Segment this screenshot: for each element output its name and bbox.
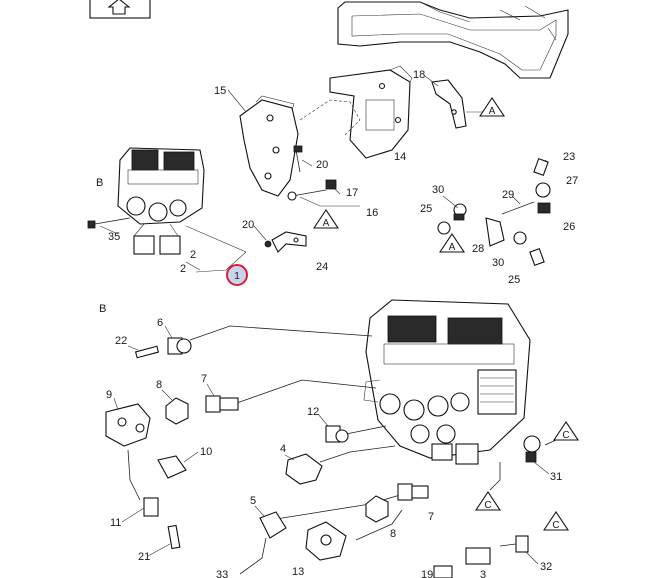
up-arrow-icon bbox=[107, 0, 131, 15]
svg-text:A: A bbox=[449, 242, 456, 253]
part-label-10: 10 bbox=[200, 446, 212, 458]
part-label-30a: 30 bbox=[432, 184, 444, 196]
part-label-28: 28 bbox=[472, 243, 484, 255]
connector-5 bbox=[239, 511, 287, 575]
ref-triangle-a3: A bbox=[438, 233, 466, 253]
ref-triangle-c1: C bbox=[552, 421, 580, 441]
part-label-2b: 2 bbox=[180, 263, 186, 275]
manifold-9 bbox=[105, 403, 151, 447]
fitting-7-lower bbox=[397, 483, 429, 501]
part-label-27: 27 bbox=[566, 175, 578, 187]
pin-21 bbox=[167, 524, 181, 550]
part-label-9: 9 bbox=[106, 389, 112, 401]
part-label-24: 24 bbox=[316, 261, 328, 273]
bracket-18 bbox=[431, 79, 467, 129]
svg-text:C: C bbox=[552, 520, 559, 531]
fitting-31 bbox=[523, 435, 541, 463]
part-label-23: 23 bbox=[563, 151, 575, 163]
bolt-20-top bbox=[293, 145, 303, 173]
part-label-19: 19 bbox=[421, 569, 433, 578]
svg-text:A: A bbox=[489, 106, 496, 117]
fitting-19 bbox=[433, 565, 453, 578]
bolt-16 bbox=[287, 189, 327, 201]
section-label-b-top: B bbox=[96, 177, 103, 189]
tee-13 bbox=[305, 521, 347, 561]
part-label-25a: 25 bbox=[420, 203, 432, 215]
bracket-15 bbox=[239, 95, 299, 197]
part-label-18: 18 bbox=[413, 69, 425, 81]
pin-22 bbox=[134, 345, 160, 359]
fitting-32 bbox=[499, 535, 529, 553]
fitting-12 bbox=[325, 425, 349, 443]
nut-17 bbox=[325, 179, 337, 190]
part-label-31: 31 bbox=[550, 471, 562, 483]
ref-triangle-a2: A bbox=[312, 209, 340, 229]
valve-assembly-detail bbox=[363, 299, 531, 465]
part-label-21: 21 bbox=[138, 551, 150, 563]
nav-up-button[interactable] bbox=[89, 0, 151, 19]
bracket-14 bbox=[329, 65, 413, 159]
valve-assembly-top bbox=[87, 147, 205, 255]
part-label-7a: 7 bbox=[201, 373, 207, 385]
fitting-11 bbox=[143, 497, 159, 517]
fitting-8-upper bbox=[165, 397, 189, 425]
part-label-29: 29 bbox=[502, 189, 514, 201]
ref-triangle-c3: C bbox=[542, 511, 570, 531]
part-label-30b: 30 bbox=[492, 257, 504, 269]
svg-text:1: 1 bbox=[234, 271, 240, 282]
connector-10 bbox=[157, 455, 187, 479]
part-label-35: 35 bbox=[108, 231, 120, 243]
part-label-17: 17 bbox=[346, 187, 358, 199]
bracket-24 bbox=[264, 231, 307, 253]
svg-text:A: A bbox=[323, 218, 330, 229]
part-label-5: 5 bbox=[250, 495, 256, 507]
part-label-4: 4 bbox=[280, 443, 286, 455]
section-label-b-detail: B bbox=[99, 303, 106, 315]
svg-text:C: C bbox=[484, 500, 491, 511]
part-label-26: 26 bbox=[563, 221, 575, 233]
part-label-6: 6 bbox=[157, 317, 163, 329]
svg-text:C: C bbox=[562, 430, 569, 441]
fitting-3 bbox=[465, 547, 491, 565]
hose-cover-part bbox=[337, 1, 569, 79]
fitting-8-lower bbox=[365, 495, 389, 523]
part-label-25b: 25 bbox=[508, 274, 520, 286]
part-label-16: 16 bbox=[366, 207, 378, 219]
part-label-8a: 8 bbox=[156, 379, 162, 391]
fitting-assembly-right bbox=[437, 158, 551, 266]
callout-marker[interactable]: 1 bbox=[226, 264, 248, 286]
ref-triangle-c2: C bbox=[474, 491, 502, 511]
part-label-8b: 8 bbox=[390, 528, 396, 540]
part-label-3: 3 bbox=[480, 569, 486, 578]
part-label-22: 22 bbox=[115, 335, 127, 347]
fitting-7-upper bbox=[205, 395, 239, 413]
fitting-6 bbox=[167, 337, 192, 355]
tee-4 bbox=[285, 453, 323, 485]
part-label-2a: 2 bbox=[190, 249, 196, 261]
part-label-20b: 20 bbox=[242, 219, 254, 231]
part-label-33: 33 bbox=[216, 569, 228, 578]
ref-triangle-a1: A bbox=[478, 97, 506, 117]
part-label-7b: 7 bbox=[428, 511, 434, 523]
part-label-12: 12 bbox=[307, 406, 319, 418]
part-label-11: 11 bbox=[110, 517, 121, 529]
part-label-20: 20 bbox=[316, 159, 328, 171]
part-label-13: 13 bbox=[292, 566, 304, 578]
part-label-14: 14 bbox=[394, 151, 406, 163]
part-label-15: 15 bbox=[214, 85, 226, 97]
part-label-32: 32 bbox=[540, 561, 552, 573]
